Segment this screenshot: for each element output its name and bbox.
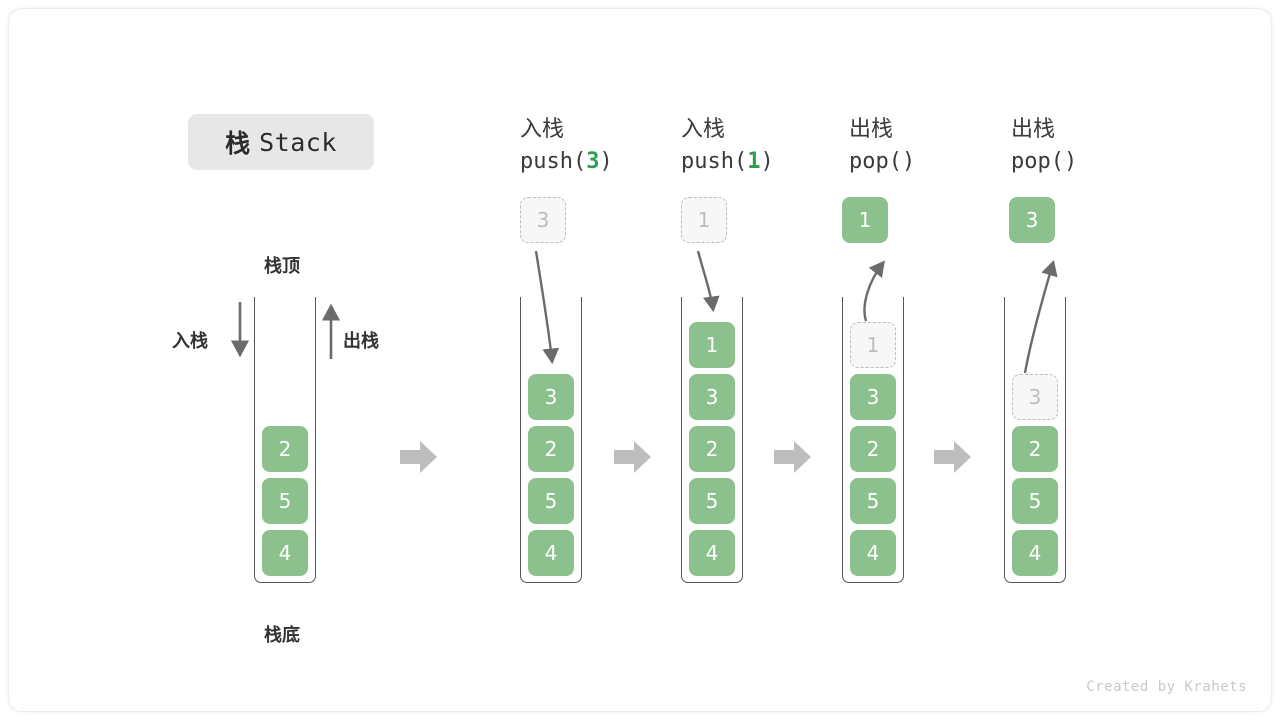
- pop-direction-label: 出栈: [343, 331, 379, 352]
- column-op-label: 出栈: [849, 117, 894, 142]
- stack-container-pop-3: [1004, 297, 1066, 583]
- column-header-pop-1: 出栈 pop(): [849, 115, 1019, 179]
- stack-container-push-3: [520, 297, 582, 583]
- stack-cell: 3: [850, 374, 896, 420]
- column-header-pop-3: 出栈 pop(): [1011, 115, 1181, 179]
- title-latin: Stack: [259, 127, 337, 157]
- stack-cell: 2: [528, 426, 574, 472]
- push-direction-label: 入栈: [172, 331, 208, 352]
- column-header-push-1: 入栈 push(1): [681, 115, 851, 179]
- popped-result-cell: 3: [1009, 197, 1055, 243]
- stack-bottom-label: 栈底: [264, 625, 300, 646]
- stack-top-label: 栈顶: [264, 256, 300, 277]
- ghost-cell-incoming: 3: [520, 197, 566, 243]
- stack-cell: 2: [850, 426, 896, 472]
- column-code-label: pop(): [849, 149, 916, 174]
- column-op-label: 入栈: [520, 117, 565, 142]
- transition-arrow-icon: [614, 441, 651, 473]
- column-code-label: push(3): [520, 149, 613, 174]
- column-code-label: push(1): [681, 149, 774, 174]
- stack-cell: 2: [1012, 426, 1058, 472]
- transition-arrow-icon: [400, 441, 437, 473]
- footer-credit: Created by Krahets: [1086, 679, 1247, 695]
- stack-cell: 2: [262, 426, 308, 472]
- diagram-card: 栈 Stack 栈顶 入栈 出栈 栈底 入栈 push(3) 入栈 push(1…: [8, 8, 1272, 712]
- stack-container-pop-1: [842, 297, 904, 583]
- stack-cell: 5: [1012, 478, 1058, 524]
- column-header-push-3: 入栈 push(3): [520, 115, 690, 179]
- stack-cell: 4: [262, 530, 308, 576]
- ghost-cell-removed: 3: [1012, 374, 1058, 420]
- stack-cell: 3: [528, 374, 574, 420]
- transition-arrow-icon: [934, 441, 971, 473]
- title-badge: 栈 Stack: [188, 114, 374, 170]
- code-argument: 3: [586, 149, 600, 174]
- ghost-cell-incoming: 1: [681, 197, 727, 243]
- transition-arrow-icon: [774, 441, 811, 473]
- ghost-cell-removed: 1: [850, 322, 896, 368]
- stack-cell: 4: [528, 530, 574, 576]
- stack-container-push-1: [681, 297, 743, 583]
- column-op-label: 出栈: [1011, 117, 1056, 142]
- stack-cell: 1: [689, 322, 735, 368]
- stack-cell: 4: [850, 530, 896, 576]
- stack-cell: 4: [689, 530, 735, 576]
- stack-cell: 5: [689, 478, 735, 524]
- stack-cell: 3: [689, 374, 735, 420]
- diagram-canvas: 栈 Stack 栈顶 入栈 出栈 栈底 入栈 push(3) 入栈 push(1…: [9, 9, 1271, 711]
- stack-cell: 5: [262, 478, 308, 524]
- code-argument: 1: [747, 149, 761, 174]
- stack-cell: 2: [689, 426, 735, 472]
- stack-container-initial: [254, 297, 316, 583]
- title-cjk: 栈: [225, 129, 251, 158]
- stack-cell: 4: [1012, 530, 1058, 576]
- popped-result-cell: 1: [842, 197, 888, 243]
- stack-cell: 5: [528, 478, 574, 524]
- column-op-label: 入栈: [681, 117, 726, 142]
- column-code-label: pop(): [1011, 149, 1078, 174]
- stack-cell: 5: [850, 478, 896, 524]
